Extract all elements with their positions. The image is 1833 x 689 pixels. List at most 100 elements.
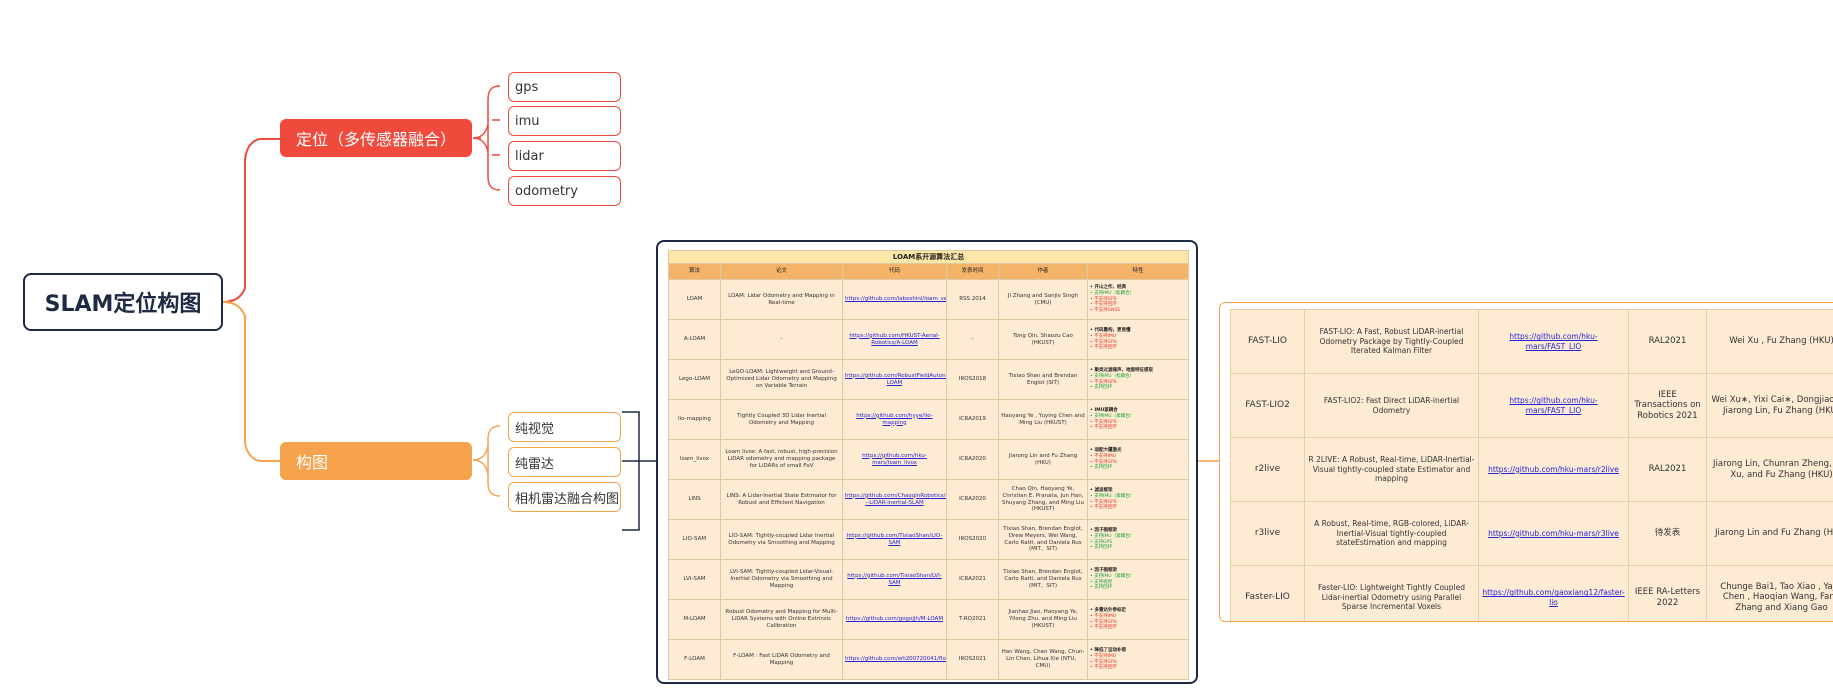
feature-item: • 不支持GPS <box>1090 339 1117 345</box>
feature-item: • 不支持回环 <box>1090 302 1117 308</box>
branch-leaf-bracket <box>492 119 500 156</box>
paper-cell: R 2LIVE: A Robust, Real-time, LiDAR-Iner… <box>1304 437 1479 502</box>
code-link[interactable]: https://github.com/gaoxiang12/faster-lio <box>1478 565 1629 621</box>
branch-mapping[interactable]: 构图 <box>280 442 472 480</box>
feature-item: • 支持回环 <box>1090 465 1113 471</box>
root-node[interactable]: SLAM定位构图 <box>23 273 223 331</box>
features-cell: • 聚类过滤噪声，地面特征提取• 支持IMU（松耦合）• 不支持GPS• 支持回… <box>1086 359 1190 400</box>
features-cell: • 因子图框架• 支持IMU（紧耦合）• 支持GPS• 支持回环 <box>1086 519 1190 560</box>
algo-cell: Faster-LIO <box>1230 565 1305 621</box>
feature-item: • 聚类过滤噪声，地面特征提取 <box>1090 368 1153 374</box>
code-link[interactable]: https://github.com/gogojjh/M-LOAM <box>842 599 947 640</box>
authors-cell: Chao Qin, Haoyang Ye, Christian E. Prana… <box>998 479 1088 520</box>
feature-item: • 不支持GPS <box>1090 459 1117 465</box>
code-link[interactable]: https://github.com/RobustFieldAutonomyLa… <box>842 359 947 400</box>
authors-cell: Wei Xu∗, Yixi Cai∗, Dongjiao He, Jiarong… <box>1706 373 1833 438</box>
code-link[interactable]: https://github.com/ChaoqinRobotics/LINS-… <box>842 479 947 520</box>
algo-cell: LIO-SAM <box>668 519 721 560</box>
authors-cell: Ji Zhang and Sanjiv Singh (CMU) <box>998 279 1088 320</box>
authors-cell: Haoyang Ye , Yuying Chen and Ming Liu (H… <box>998 399 1088 440</box>
algo-cell: r3live <box>1230 501 1305 566</box>
algo-cell: loam_livox <box>668 439 721 480</box>
code-link[interactable]: https://github.com/hyye/lio-mapping <box>842 399 947 440</box>
table-header-cell: 作者 <box>998 263 1088 280</box>
table-header-cell: 论文 <box>720 263 843 280</box>
feature-item: • 不支持GPS <box>1090 296 1117 302</box>
leaf-pure-vision[interactable]: 纯视觉 <box>508 412 621 442</box>
leaf-pure-lidar[interactable]: 纯雷达 <box>508 447 621 477</box>
code-link[interactable]: https://github.com/wh200720041/floam <box>842 639 947 680</box>
algo-cell: M-LOAM <box>668 599 721 640</box>
features-cell: • IMU紧耦合• 支持IMU（紧耦合）• 不支持GPS• 不支持回环 <box>1086 399 1190 440</box>
feature-item: • 不支持GPS <box>1090 499 1117 505</box>
feature-item: • 不支持回环 <box>1090 345 1117 351</box>
table-title: LOAM系开源算法汇总 <box>667 250 1190 264</box>
branch-label: 定位（多传感器融合） <box>296 130 457 149</box>
feature-item: • 代码重构，更易懂 <box>1090 328 1131 334</box>
feature-item: • 支持IMU（紧耦合） <box>1090 413 1135 419</box>
feature-item: • 不支持GPS <box>1090 619 1117 625</box>
code-link[interactable]: https://github.com/hku-mars/FAST_LIO <box>1478 373 1629 438</box>
paper-cell: Loam livox: A fast, robust, high-precisi… <box>720 439 843 480</box>
code-link[interactable]: https://github.com/hku-mars/r3live <box>1478 501 1629 566</box>
feature-item: • 不支持IMU <box>1090 613 1117 619</box>
features-cell: • 多雷达外参标定• 不支持IMU• 不支持GPS• 不支持回环 <box>1086 599 1190 640</box>
venue-cell: ICRA2020 <box>946 479 999 520</box>
leaf-label: imu <box>515 113 540 129</box>
venue-cell: IEEE RA-Letters 2022 <box>1628 565 1707 621</box>
code-link[interactable]: https://github.com/TixiaoShan/LVI-SAM <box>842 559 947 600</box>
leaf-lidar[interactable]: lidar <box>508 141 621 171</box>
code-link[interactable]: https://github.com/hku-mars/r2live <box>1478 437 1629 502</box>
venue-cell: ICRA2020 <box>946 439 999 480</box>
features-cell: • 因子图框架• 支持IMU（紧耦合）• 支持视觉• 支持回环 <box>1086 559 1190 600</box>
feature-item: • 不支持GPS <box>1090 659 1117 665</box>
feature-item: • 不支持回环 <box>1090 665 1117 671</box>
feature-item: • 不支持GPS <box>1090 419 1117 425</box>
algo-cell: F-LOAM <box>668 639 721 680</box>
authors-cell: Jiarong Lin, Chunran Zheng, Wei Xu, and … <box>1706 437 1833 502</box>
feature-item: • 支持回环 <box>1090 585 1113 591</box>
feature-item: • 多雷达外参标定 <box>1090 608 1126 614</box>
feature-item: • 因子图框架 <box>1090 568 1117 574</box>
feature-item: • 不支持IMU <box>1090 453 1117 459</box>
code-link[interactable]: https://github.com/hku-mars/loam_livox <box>842 439 947 480</box>
paper-cell: FAST-LIO2: Fast Direct LiDAR-inertial Od… <box>1304 373 1479 438</box>
paper-cell: A Robust, Real-time, RGB-colored, LiDAR-… <box>1304 501 1479 566</box>
authors-cell: Han Wang, Chen Wang, Chun-Lin Chen, Lihu… <box>998 639 1088 680</box>
authors-cell: Wei Xu , Fu Zhang (HKU) <box>1706 309 1833 374</box>
code-link[interactable]: https://github.com/hku-mars/FAST_LIO <box>1478 309 1629 374</box>
branch-localization[interactable]: 定位（多传感器融合） <box>280 119 472 157</box>
feature-item: • 开山之作，经典 <box>1090 285 1126 291</box>
paper-cell: LVI-SAM: Tightly-coupled Lidar-Visual-In… <box>720 559 843 600</box>
feature-item: • 适配大疆激光 <box>1090 448 1122 454</box>
leaf-imu[interactable]: imu <box>508 106 621 136</box>
features-cell: • 滤波框架• 支持IMU（紧耦合）• 不支持GPS• 不支持回环 <box>1086 479 1190 520</box>
venue-cell: ICRA2019 <box>946 399 999 440</box>
code-link[interactable]: https://github.com/TixiaoShan/LIO-SAM <box>842 519 947 560</box>
leaf-label: 纯视觉 <box>515 421 555 437</box>
venue-cell: RAL2021 <box>1628 437 1707 502</box>
authors-cell: Tong Qin, Shaozu Cao (HKUST) <box>998 319 1088 360</box>
paper-cell: LeGO-LOAM: Lightweight and Ground-Optimi… <box>720 359 843 400</box>
feature-item: • 支持回环 <box>1090 545 1113 551</box>
table-header-cell: 代码 <box>842 263 947 280</box>
authors-cell: Tixiao Shan, Brendan Englot, Carlo Ratti… <box>998 559 1088 600</box>
table-header-cell: 特性 <box>1086 263 1190 280</box>
leaf-label: lidar <box>515 148 544 164</box>
leaf-camera-lidar-fusion[interactable]: 相机雷达融合构图 <box>508 482 621 512</box>
leaf-gps[interactable]: gps <box>508 72 621 102</box>
algo-cell: lio-mapping <box>668 399 721 440</box>
features-cell: • 降低了运动补偿• 不支持IMU• 不支持GPS• 不支持回环 <box>1086 639 1190 680</box>
code-link[interactable]: https://github.com/HKUST-Aerial-Robotics… <box>842 319 947 360</box>
code-link[interactable]: https://github.com/laboshinl/loam_velody… <box>842 279 947 320</box>
leaf-odometry[interactable]: odometry <box>508 176 621 206</box>
